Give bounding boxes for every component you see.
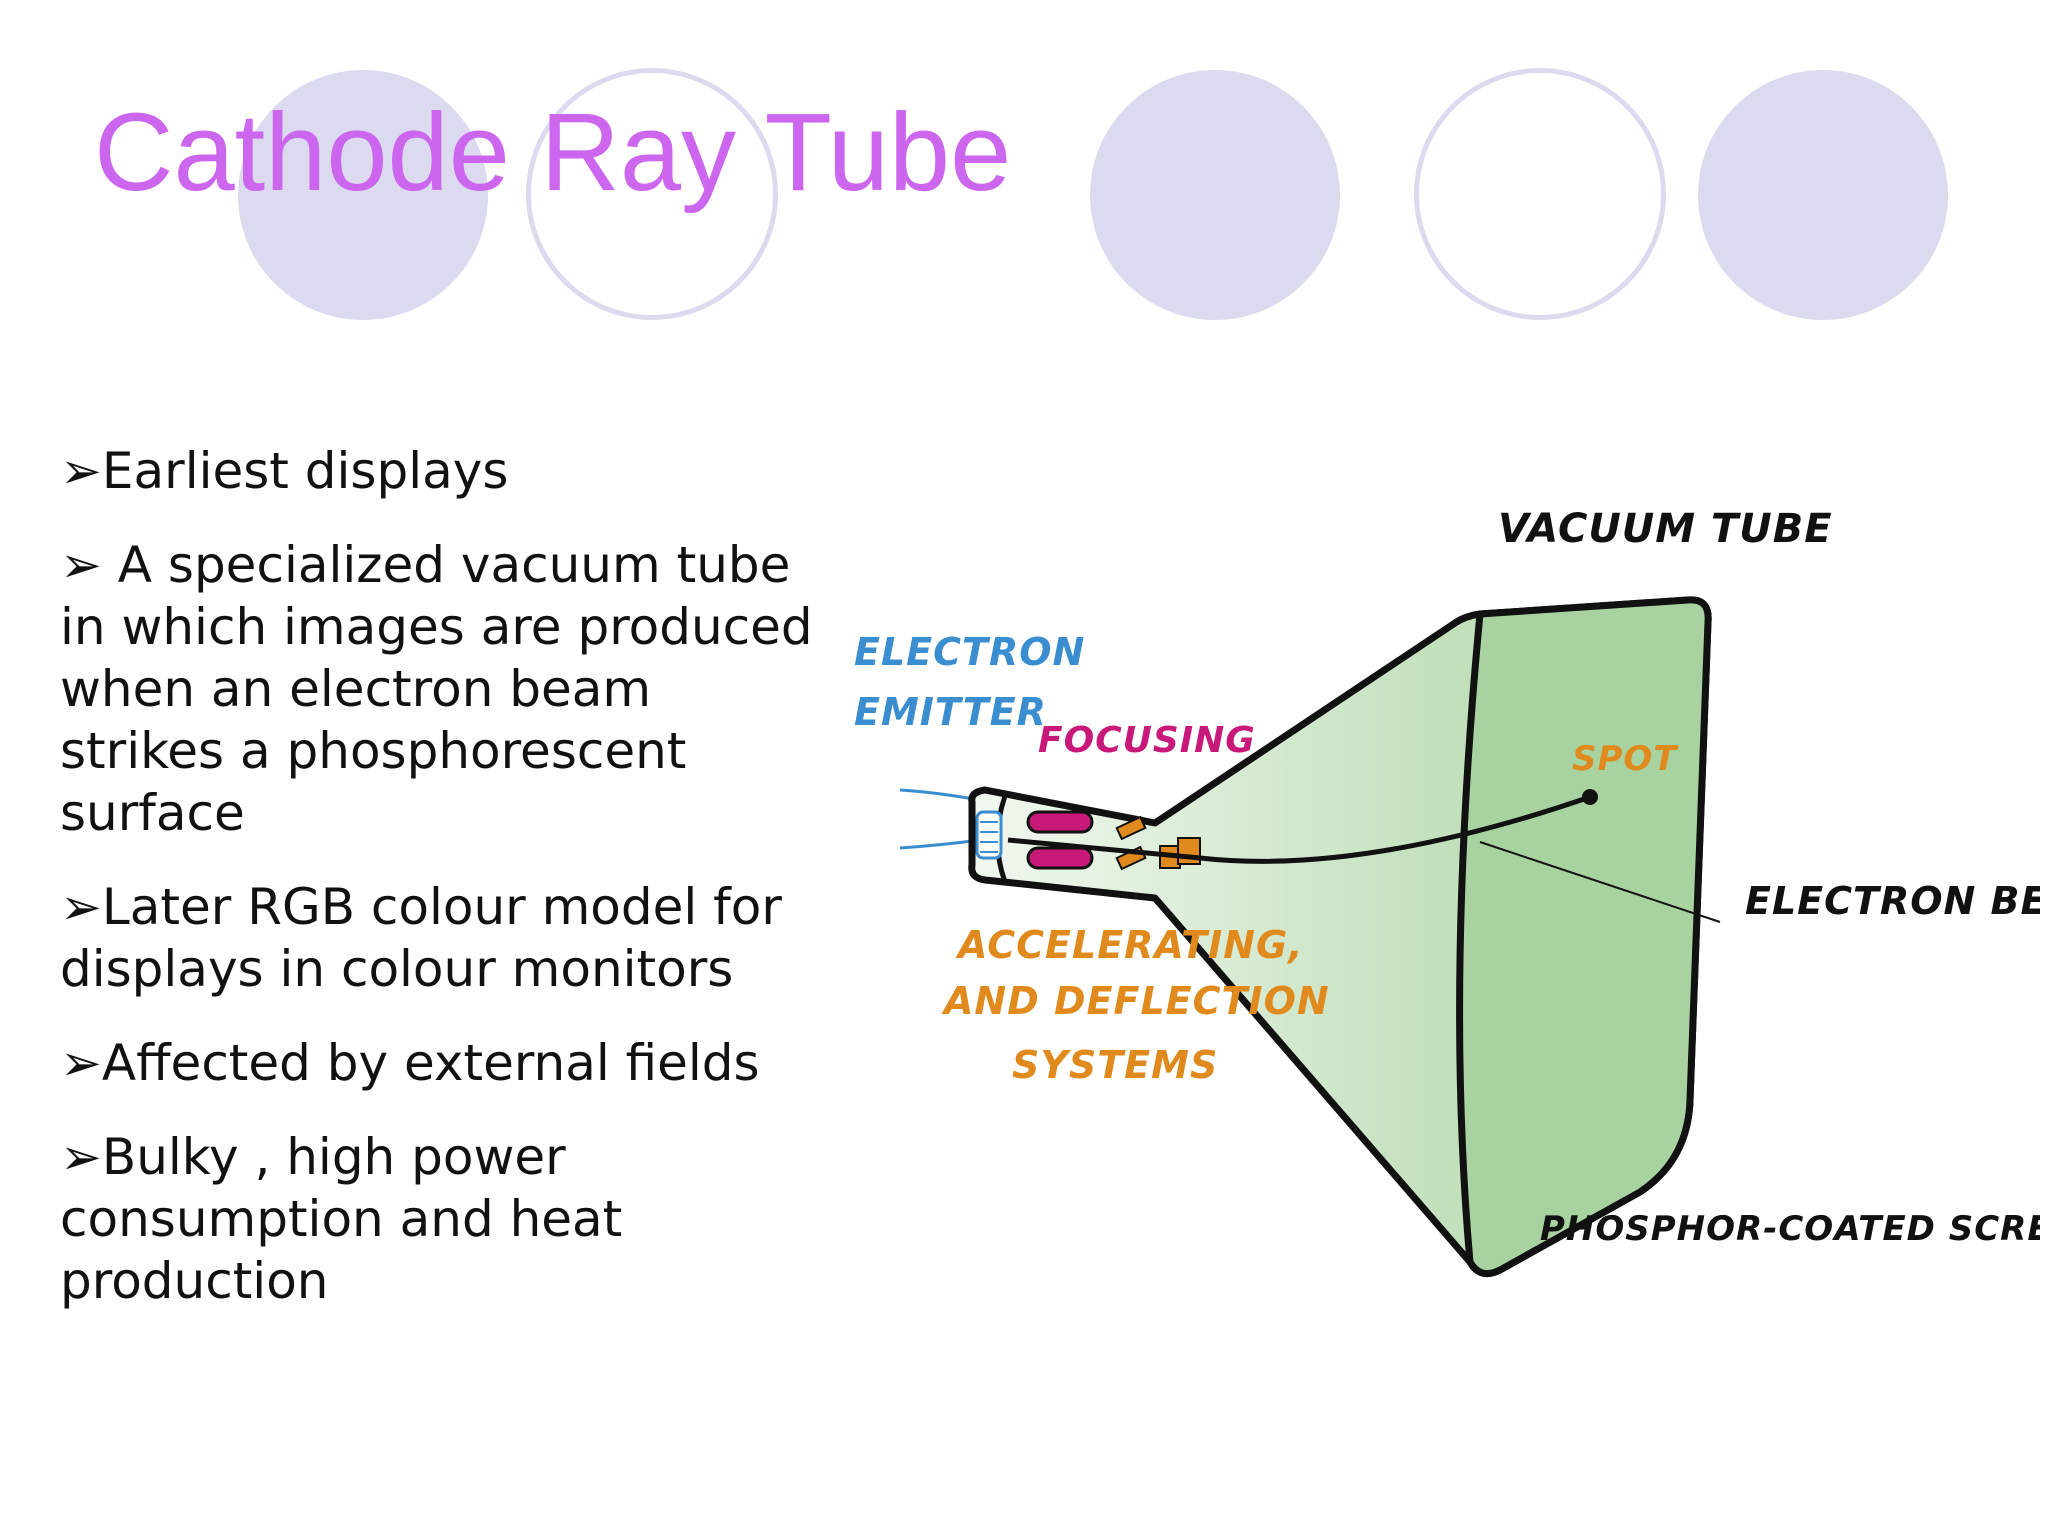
arrow-bullet-icon: ➢: [60, 536, 102, 594]
emitter-wire: [899, 788, 981, 802]
label-electron-emitter: ELECTRON: [854, 630, 1085, 674]
bullet-item: ➢ A specialized vacuum tube in which ima…: [60, 534, 820, 844]
label-electron-emitter: EMITTER: [854, 690, 1047, 734]
label-accelerating: AND DEFLECTION: [941, 979, 1330, 1023]
arrow-bullet-icon: ➢: [60, 878, 102, 936]
arrow-bullet-icon: ➢: [60, 442, 102, 500]
phosphor-screen: [1456, 596, 1712, 1278]
emitter-wire: [899, 838, 981, 850]
bullet-list: ➢Earliest displays ➢ A specialized vacuu…: [60, 440, 820, 1344]
spot-dot: [1582, 789, 1598, 805]
arrow-bullet-icon: ➢: [60, 1128, 102, 1186]
bullet-item: ➢Affected by external fields: [60, 1032, 820, 1094]
bullet-text: Later RGB colour model for displays in c…: [60, 878, 782, 998]
label-electron-beam: ELECTRON BEAM: [1745, 879, 2040, 923]
electron-beam: [1007, 794, 1591, 864]
crt-diagram: VACUUM TUBE ELECTRON EMITTER FOCUSING SP…: [854, 506, 2040, 1278]
arrow-bullet-icon: ➢: [60, 1034, 102, 1092]
bullet-text: Earliest displays: [101, 442, 509, 500]
focusing-anode-bottom: [1026, 846, 1094, 870]
label-spot: SPOT: [1572, 739, 1679, 779]
bullet-item: ➢Bulky , high power consumption and heat…: [60, 1126, 820, 1312]
label-accelerating: SYSTEMS: [1012, 1043, 1218, 1087]
bullet-text: Bulky , high power consumption and heat …: [60, 1128, 623, 1310]
slide-title: Cathode Ray Tube: [94, 91, 1012, 214]
decorative-circle: [1090, 70, 1340, 320]
decorative-circle-outline: [1414, 68, 1666, 320]
emitter-coil: [975, 810, 1003, 860]
label-focusing: FOCUSING: [1038, 720, 1256, 761]
bullet-item: ➢Later RGB colour model for displays in …: [60, 876, 820, 1000]
emitter-coil-winding: [980, 821, 998, 853]
label-phosphor-screen: PHOSPHOR-COATED SCREEN: [1540, 1209, 2040, 1249]
bullet-text: A specialized vacuum tube in which image…: [60, 536, 813, 842]
bullet-item: ➢Earliest displays: [60, 440, 820, 502]
decorative-circle: [1698, 70, 1948, 320]
bullet-text: Affected by external fields: [101, 1034, 760, 1092]
deflection-plate: [1115, 815, 1147, 841]
label-vacuum-tube: VACUUM TUBE: [1498, 506, 1833, 552]
decorative-circle-outline: [526, 68, 778, 320]
label-accelerating: ACCELERATING,: [955, 923, 1304, 967]
focusing-anode-top: [1026, 810, 1094, 834]
electron-beam-leader: [1479, 841, 1721, 923]
decorative-circle: [238, 70, 488, 320]
